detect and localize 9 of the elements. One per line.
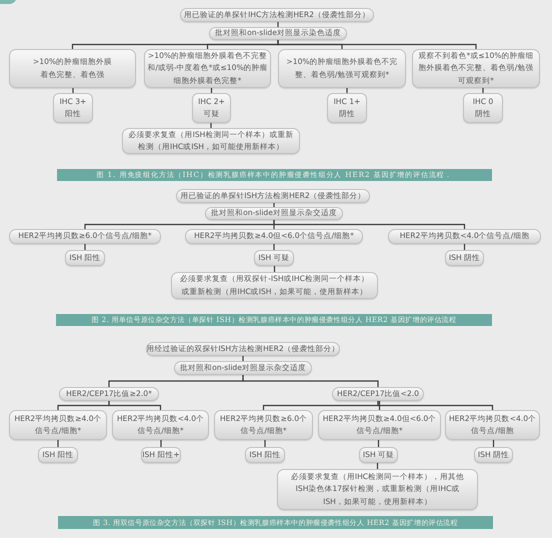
connector-line — [273, 220, 466, 229]
result-box — [463, 93, 503, 123]
connector-line — [242, 375, 379, 387]
result-box — [192, 93, 231, 123]
connector-line — [377, 401, 494, 410]
result-box — [327, 93, 367, 123]
connector-line — [108, 401, 162, 410]
connector-line — [277, 40, 477, 49]
result-box — [53, 93, 93, 123]
